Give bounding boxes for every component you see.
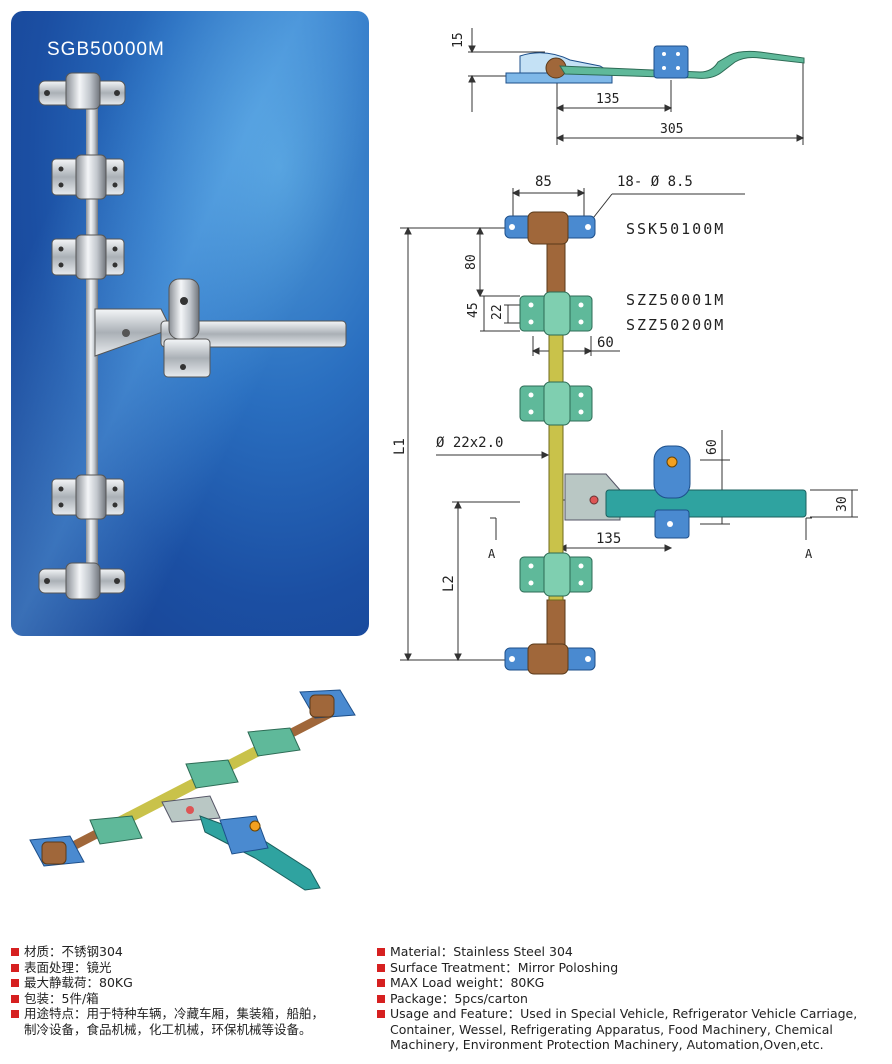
dim-80: 80: [464, 254, 479, 270]
section-a-right: A: [805, 547, 813, 561]
spec-cn-surface: 表面处理：镜光: [10, 960, 370, 976]
photo-bottom-hinge: [38, 562, 126, 600]
part-szz2: SZZ50200M: [626, 316, 725, 334]
bullet-icon: [11, 948, 19, 956]
iso-top-hinge: [299, 689, 356, 719]
dim-60-vertical: 60: [705, 439, 720, 455]
section-a-left: A: [488, 547, 496, 561]
drawing-bracket-1: [519, 291, 593, 336]
iso-bottom-hinge: [29, 835, 85, 867]
iso-bracket-3: [89, 815, 143, 845]
spec-en-material: Material：Stainless Steel 304: [376, 944, 886, 960]
dim-L1: L1: [392, 438, 408, 455]
product-photo-panel: SGB50000M: [11, 11, 369, 636]
spec-cn-package: 包装：5件/箱: [10, 991, 370, 1007]
spec-en-usage-cont-1: Container, Wessel, Refrigerating Apparat…: [390, 1021, 833, 1037]
specs-english: Material：Stainless Steel 304 Surface Tre…: [376, 944, 886, 1053]
dim-135-lower: 135: [596, 531, 621, 547]
dim-hole: 18- Ø 8.5: [617, 174, 693, 190]
product-photo: [38, 72, 347, 600]
drawing-handle: [564, 445, 807, 539]
dim-L2: L2: [441, 575, 457, 592]
photo-rod: [86, 91, 98, 591]
top-view-part: [505, 45, 805, 84]
photo-top-hinge: [38, 72, 126, 110]
spec-en-surface: Surface Treatment：Mirror Poloshing: [376, 960, 886, 976]
bullet-icon: [11, 979, 19, 987]
drawing-bottom-hinge: [504, 643, 596, 675]
isometric-render: [29, 689, 356, 891]
bullet-icon: [11, 963, 19, 972]
photo-bracket-2: [51, 234, 125, 280]
spec-cn-material: 材质：不锈钢304: [10, 944, 370, 960]
photo-handle: [94, 278, 347, 378]
drawing-top-hinge: [504, 211, 596, 245]
iso-bracket-2: [185, 759, 239, 789]
dim-60-horizontal: 60: [597, 335, 614, 351]
bullet-icon: [377, 979, 385, 987]
spec-en-usage-cont-2: Machinery, Environment Protection Machin…: [390, 1037, 824, 1052]
top-view: [468, 28, 805, 145]
product-title: SGB50000M: [47, 39, 165, 60]
bullet-icon: [377, 1010, 385, 1018]
bullet-icon: [377, 963, 385, 972]
photo-bracket-1: [51, 154, 125, 200]
bullet-icon: [377, 948, 385, 956]
dim-22: 22: [490, 304, 505, 320]
part-szz1: SZZ50001M: [626, 291, 725, 309]
dim-30: 30: [835, 496, 850, 512]
dim-pipe: Ø 22x2.0: [436, 435, 503, 451]
technical-drawing: 15 135 305: [392, 28, 858, 675]
iso-handle: [161, 795, 321, 891]
spec-en-load: MAX Load weight：80KG: [376, 975, 886, 991]
bullet-icon: [377, 994, 385, 1003]
dim-15: 15: [451, 32, 466, 48]
spec-cn-usage-cont: 制冷设备，食品机械，化工机械，环保机械等设备。: [24, 1021, 312, 1037]
specs-chinese: 材质：不锈钢304 表面处理：镜光 最大静载荷：80KG 包装：5件/箱 用途特…: [10, 944, 370, 1037]
part-ssk: SSK50100M: [626, 220, 725, 238]
drawing-bracket-2: [519, 381, 593, 426]
photo-bracket-3: [51, 474, 125, 520]
dim-85: 85: [535, 174, 552, 190]
spec-en-usage: Usage and Feature：Used in Special Vehicl…: [376, 1006, 886, 1022]
iso-bracket-1: [247, 727, 301, 757]
bullet-icon: [11, 1010, 19, 1018]
spec-cn-usage: 用途特点：用于特种车辆，冷藏车厢，集装箱，船舶，: [10, 1006, 370, 1022]
spec-cn-load: 最大静载荷：80KG: [10, 975, 370, 991]
drawing-bracket-3: [519, 552, 593, 597]
dim-135-top: 135: [596, 92, 619, 107]
bullet-icon: [11, 994, 19, 1003]
dim-45: 45: [466, 302, 481, 318]
spec-en-package: Package：5pcs/carton: [376, 991, 886, 1007]
dim-305: 305: [660, 122, 683, 137]
front-view-part: [504, 211, 807, 675]
